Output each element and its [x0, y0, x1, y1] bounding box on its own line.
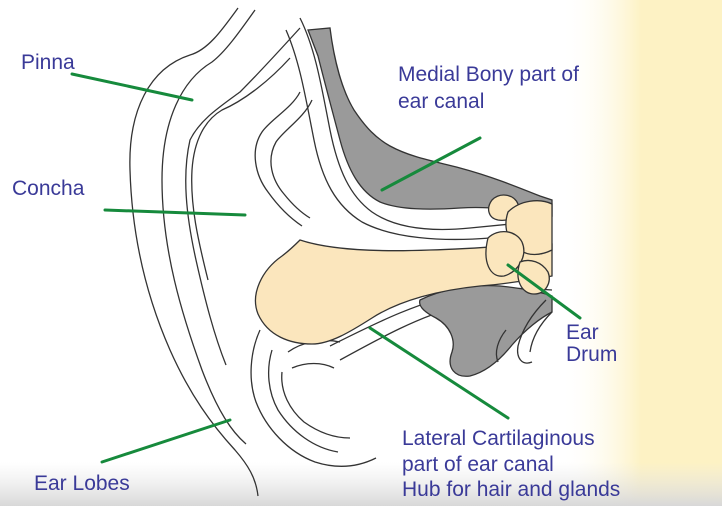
bony-canal-region [308, 28, 552, 216]
label-lateral-line2: part of ear canal [402, 454, 554, 476]
label-pinna: Pinna [21, 52, 75, 74]
label-concha: Concha [12, 178, 84, 200]
label-medial-bony-line1: Medial Bony part of [398, 64, 579, 86]
label-lateral-line1: Lateral Cartilaginous [402, 428, 595, 450]
leader-line-concha [105, 210, 245, 215]
leader-line-ear-lobes [102, 420, 230, 462]
label-ear-lobes: Ear Lobes [34, 473, 130, 495]
label-medial-bony-line2: ear canal [398, 91, 484, 113]
label-ear-drum-line1: Ear [566, 322, 599, 344]
pinna-outline [130, 8, 300, 496]
label-lateral-line3: Hub for hair and glands [402, 479, 620, 501]
bony-canal-lower [420, 286, 552, 377]
leader-line-pinna [72, 74, 192, 100]
label-ear-drum-line2: Drum [566, 344, 617, 366]
